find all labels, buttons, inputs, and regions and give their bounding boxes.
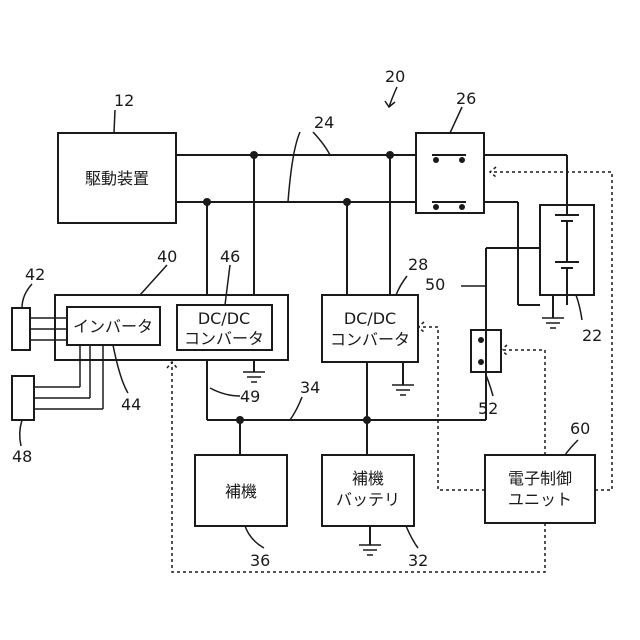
- motor-b-box: [12, 376, 34, 420]
- auxiliary-label: 補機: [225, 482, 257, 501]
- ref-aux-bus: 34: [300, 378, 320, 397]
- ref-switch: 52: [478, 399, 498, 418]
- ref-drive: 12: [114, 91, 134, 110]
- dcdc-converter-main-label-line1: DC/DC: [344, 309, 396, 328]
- dcdc-converter-sub-label-line2: コンバータ: [184, 329, 264, 348]
- drive-device-label: 駆動装置: [85, 169, 149, 188]
- dcdc-converter-main-label-line2: コンバータ: [330, 330, 410, 349]
- ref-aux: 36: [250, 551, 270, 570]
- ref-aux-battery: 32: [408, 551, 428, 570]
- ground-symbol: [359, 545, 381, 555]
- ref-ground-line: 49: [240, 387, 260, 406]
- ref-unit: 40: [157, 247, 177, 266]
- dcdc-converter-main-box: [322, 295, 418, 362]
- motor-a-box: [12, 308, 30, 350]
- ref-dcdc-main: 28: [408, 255, 428, 274]
- ecu-label-line2: ユニット: [508, 490, 572, 509]
- ref-ecu: 60: [570, 419, 590, 438]
- inverter-label: インバータ: [73, 317, 153, 336]
- ref-motor-a: 42: [25, 265, 45, 284]
- ecu-box: [485, 455, 595, 523]
- ref-relay: 26: [456, 89, 476, 108]
- dcdc-converter-sub-label-line1: DC/DC: [198, 309, 250, 328]
- auxiliary-battery-label-line2: バッテリ: [336, 490, 400, 509]
- ref-system: 20: [385, 67, 405, 86]
- ref-dcdc-sub: 46: [220, 247, 240, 266]
- ref-motor-b: 48: [12, 447, 32, 466]
- junction-dots: [203, 151, 571, 424]
- ground-symbol: [392, 385, 414, 395]
- ref-inverter: 44: [121, 395, 141, 414]
- ecu-label-line1: 電子制御: [508, 469, 572, 488]
- ref-control-line: 50: [425, 275, 445, 294]
- ground-symbol: [243, 372, 265, 382]
- ref-battery: 22: [582, 326, 602, 345]
- auxiliary-battery-label-line1: 補機: [352, 469, 384, 488]
- ref-bus: 24: [314, 113, 334, 132]
- ground-symbol: [542, 318, 564, 328]
